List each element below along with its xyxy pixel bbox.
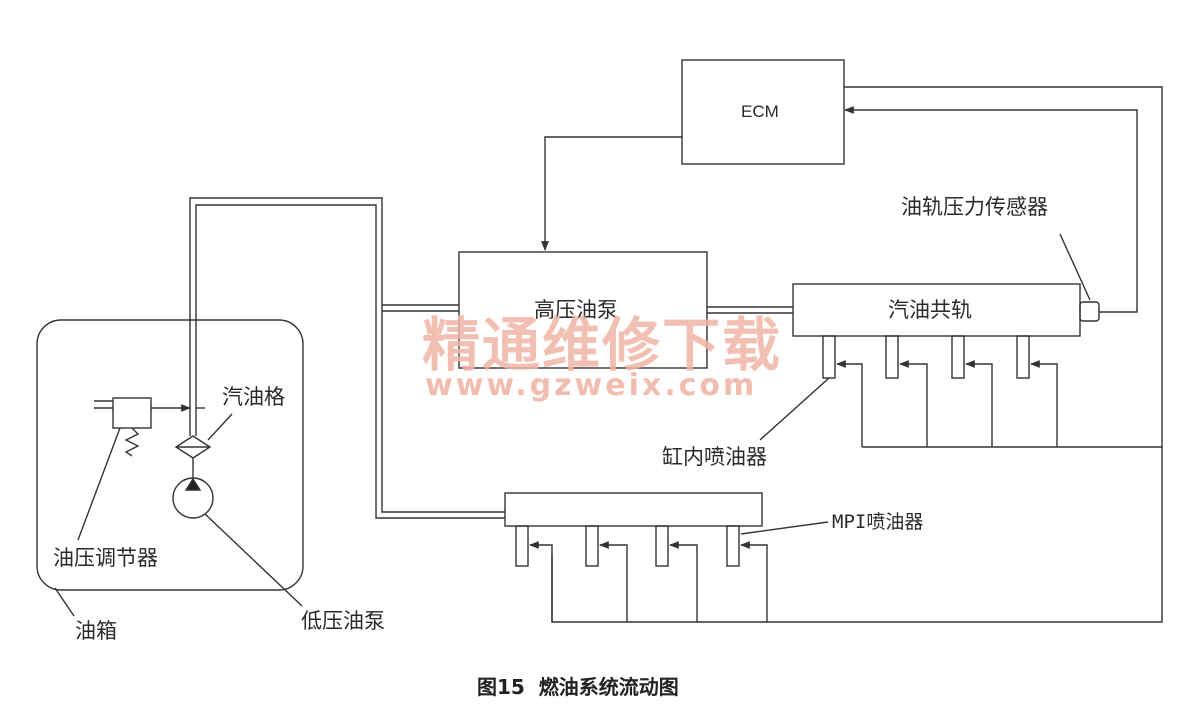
figure-number: 图15 xyxy=(477,675,525,699)
watermark-url: www.gzweix.com xyxy=(425,368,758,403)
figure-title: 燃油系统流动图 xyxy=(538,675,679,699)
mpi-injector xyxy=(515,525,529,567)
direct-injector xyxy=(822,335,836,379)
fuel-rail-label: 汽油共轨 xyxy=(888,298,972,322)
fuel-tank-leader xyxy=(54,587,75,617)
direct-injector-wire xyxy=(1030,360,1058,447)
high-pressure-pump-label: 高压油泵 xyxy=(534,298,618,322)
rail-pressure-sensor-leader xyxy=(1059,233,1091,301)
mpi-injector xyxy=(655,525,669,567)
mpi-injector-wire xyxy=(669,541,698,622)
watermark-text: 精通维修下载 xyxy=(422,311,783,379)
direct-injector-wire xyxy=(836,360,863,447)
mpi-injector-label: MPI喷油器 xyxy=(832,511,924,533)
fuel-tank-label: 油箱 xyxy=(75,619,117,643)
ecm-label: ECM xyxy=(741,102,779,121)
fuel-filter-label: 汽油格 xyxy=(222,385,285,409)
ecm xyxy=(681,59,845,165)
mpi-rail xyxy=(504,492,763,527)
mpi-injector-wire xyxy=(529,541,553,622)
ecm-control-line xyxy=(541,136,682,251)
direct-injector xyxy=(1016,335,1030,379)
direct-injector-leader xyxy=(759,377,830,441)
figure-caption: 图15 燃油系统流动图 xyxy=(477,677,679,697)
mpi-injector xyxy=(585,525,599,567)
low-pressure-pump-leader xyxy=(204,513,303,607)
pressure-regulator xyxy=(112,397,152,429)
low-pressure-pump-label: 低压油泵 xyxy=(301,609,385,633)
mpi-injector-leader xyxy=(740,521,829,535)
direct-injector xyxy=(951,335,965,379)
high-pressure-pump xyxy=(458,251,708,369)
mpi-injector-wire xyxy=(740,541,768,622)
pressure-regulator-label: 油压调节器 xyxy=(53,546,158,570)
fuel-filter-leader xyxy=(207,413,233,441)
pressure-regulator-leader xyxy=(77,427,121,541)
mpi-injector-wire xyxy=(599,541,628,622)
mpi-injector xyxy=(726,525,740,567)
rail-pressure-sensor-label: 油轨压力传感器 xyxy=(901,195,1048,219)
direct-injector-label: 缸内喷油器 xyxy=(662,445,767,469)
fuel-tank xyxy=(36,319,304,591)
regulator-spring-icon xyxy=(124,427,140,457)
direct-injector-wire xyxy=(899,360,928,447)
pump-direction-icon xyxy=(184,477,202,491)
direct-injector-wire xyxy=(965,360,993,447)
low-pressure-pipe xyxy=(189,197,505,513)
rail-pressure-sensor xyxy=(1079,301,1100,322)
sensor-signal-line xyxy=(844,106,1138,313)
direct-injector xyxy=(885,335,899,379)
